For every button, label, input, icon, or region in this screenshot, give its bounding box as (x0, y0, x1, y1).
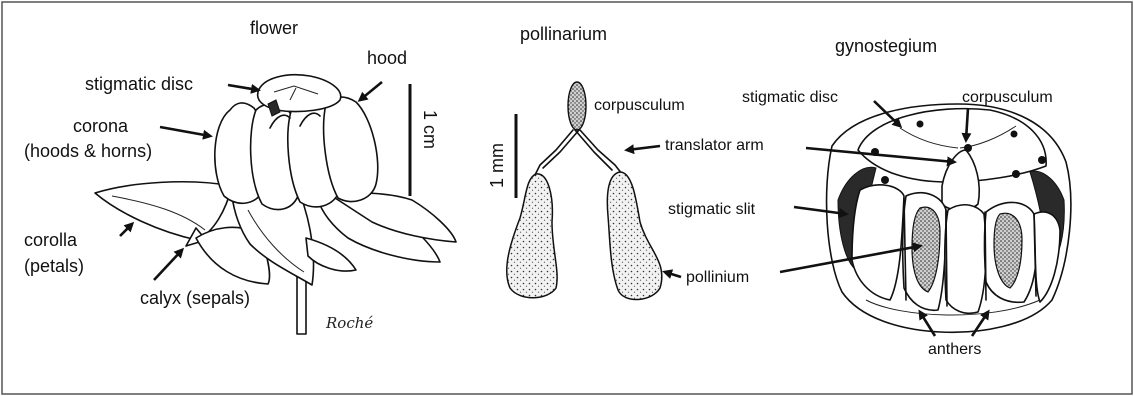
label-pollinium: pollinium (686, 269, 749, 286)
label-anthers: anthers (928, 341, 981, 358)
gynostegium-drawing (827, 104, 1071, 332)
gynostegium-title: gynostegium (835, 36, 937, 56)
label-translator-arm: translator arm (665, 137, 764, 154)
label-corpusculum: corpusculum (594, 97, 685, 114)
label-stigmatic-slit: stigmatic slit (668, 201, 756, 218)
label-stigmatic-disc: stigmatic disc (85, 74, 193, 94)
label-corona-line1: corona (73, 116, 129, 136)
artist-signature: Roché (325, 314, 373, 332)
label-corpusculum-gyn: corpusculum (962, 89, 1053, 106)
flower-title: flower (250, 18, 298, 38)
label-stigmatic-disc-gyn: stigmatic disc (742, 89, 838, 106)
label-corona-line2: (hoods & horns) (24, 141, 152, 161)
label-hood: hood (367, 48, 407, 68)
label-corolla-line1: corolla (24, 230, 78, 250)
label-scale-1cm: 1 cm (420, 110, 440, 149)
label-calyx: calyx (sepals) (140, 288, 250, 308)
label-corolla-line2: (petals) (24, 256, 84, 276)
pollinarium-title: pollinarium (520, 24, 607, 44)
label-scale-1mm: 1 mm (487, 143, 507, 188)
